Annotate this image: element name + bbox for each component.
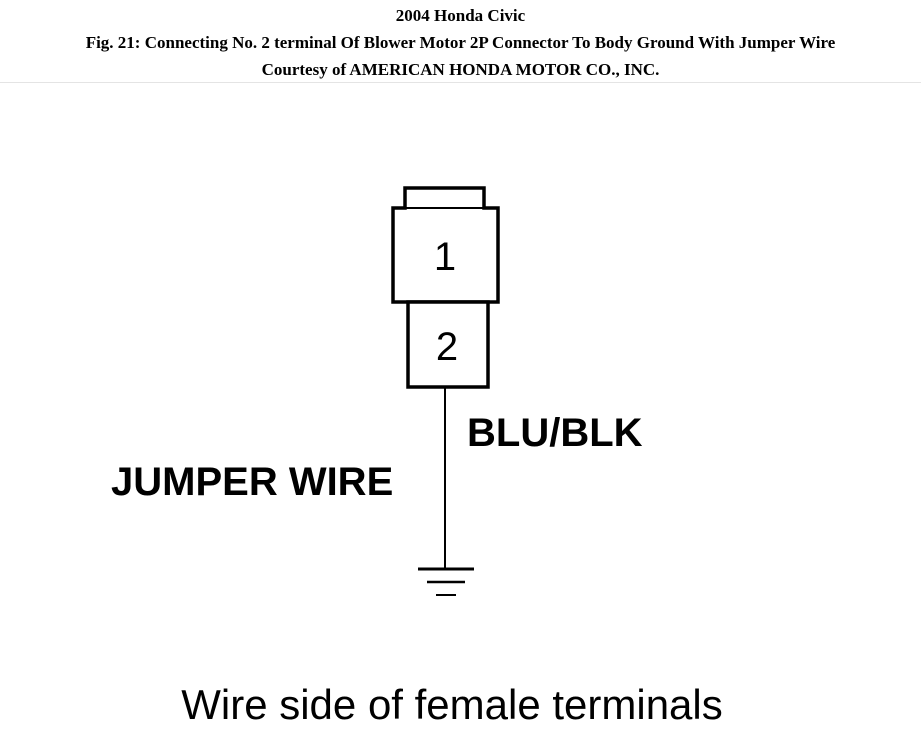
jumper-wire-label: JUMPER WIRE xyxy=(111,460,393,504)
connector-terminal-2: 2 xyxy=(406,300,490,389)
vehicle-title: 2004 Honda Civic xyxy=(395,6,526,25)
figure-title: Fig. 21: Connecting No. 2 terminal Of Bl… xyxy=(85,33,836,52)
figure-credit: Courtesy of AMERICAN HONDA MOTOR CO., IN… xyxy=(261,60,660,79)
connector-terminal-1: 1 xyxy=(391,186,500,304)
diagram-caption: Wire side of female terminals xyxy=(181,681,723,728)
terminal-1-number: 1 xyxy=(434,235,456,279)
terminal-2-number: 2 xyxy=(436,325,458,369)
figure-header: 2004 Honda Civic Fig. 21: Connecting No.… xyxy=(0,0,921,83)
ground-icon xyxy=(418,567,474,596)
wire-color-label: BLU/BLK xyxy=(467,411,643,455)
